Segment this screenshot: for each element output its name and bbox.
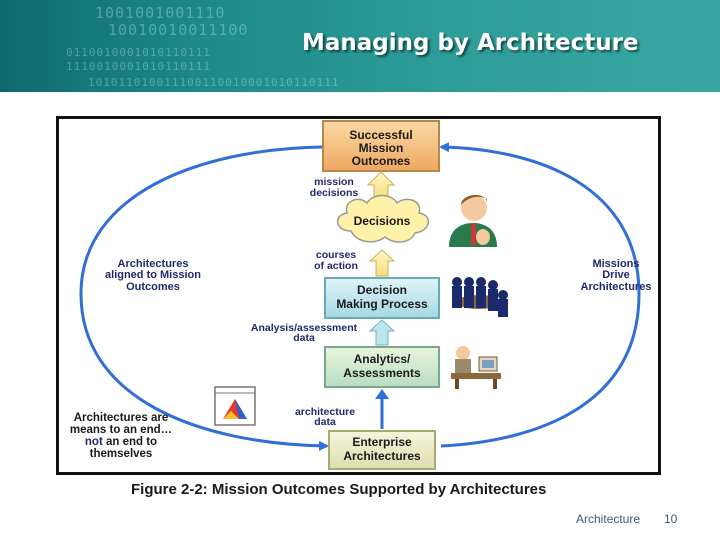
svg-text:Drive: Drive bbox=[602, 269, 630, 281]
svg-text:aligned to Mission: aligned to Mission bbox=[105, 269, 201, 281]
svg-text:Architectures: Architectures bbox=[118, 258, 189, 270]
flow-label-courses-2: of action bbox=[314, 260, 358, 272]
svg-text:Mission: Mission bbox=[359, 141, 404, 155]
up-arrow-4 bbox=[375, 389, 389, 429]
title-banner: 1001001001110 10010010011100 01100100010… bbox=[0, 0, 720, 92]
flow-label-analysis-2: data bbox=[293, 332, 315, 344]
up-arrow-2 bbox=[368, 249, 396, 277]
svg-text:Enterprise: Enterprise bbox=[352, 435, 412, 449]
svg-text:Decisions: Decisions bbox=[354, 214, 411, 228]
executive-person-icon bbox=[449, 194, 497, 247]
flow-label-mission-decisions-2: decisions bbox=[310, 187, 359, 199]
svg-text:Making Process: Making Process bbox=[336, 297, 428, 311]
means-to-an-end-note: Architectures are means to an end… not a… bbox=[70, 412, 172, 460]
svg-text:Outcomes: Outcomes bbox=[126, 281, 180, 293]
svg-text:not an end to: not an end to bbox=[85, 436, 157, 448]
page-number: 10 bbox=[664, 512, 678, 526]
flow-label-architecture-2: data bbox=[314, 416, 336, 428]
svg-text:Architectures: Architectures bbox=[581, 281, 652, 293]
analyst-desk-icon bbox=[451, 346, 501, 389]
svg-text:Assessments: Assessments bbox=[343, 366, 421, 380]
footer-label: Architecture bbox=[576, 512, 641, 526]
cycle-ellipse bbox=[79, 142, 641, 451]
slide-title: Managing by Architecture bbox=[302, 30, 639, 56]
svg-text:Analytics/: Analytics/ bbox=[354, 352, 411, 366]
svg-text:Successful: Successful bbox=[349, 128, 412, 142]
svg-text:Architectures: Architectures bbox=[343, 449, 421, 463]
analytics-box: Analytics/ Assessments bbox=[324, 346, 440, 388]
svg-text:Missions: Missions bbox=[592, 258, 639, 270]
flow-label-courses-1: courses bbox=[316, 249, 356, 261]
svg-text:Decision: Decision bbox=[357, 283, 407, 297]
figure-caption: Figure 2-2: Mission Outcomes Supported b… bbox=[131, 481, 547, 498]
svg-text:Architectures are: Architectures are bbox=[74, 412, 169, 424]
right-side-label: Missions Drive Architectures bbox=[581, 258, 652, 293]
decision-process-box: Decision Making Process bbox=[324, 277, 440, 319]
architecture-cycle-diagram: Successful Mission Outcomes mission deci… bbox=[70, 120, 652, 470]
svg-text:means to an end…: means to an end… bbox=[70, 424, 172, 436]
meeting-group-icon bbox=[452, 277, 508, 317]
outcomes-box: Successful Mission Outcomes bbox=[322, 120, 440, 172]
up-arrow-3 bbox=[368, 319, 396, 346]
flow-label-architecture-1: architecture bbox=[295, 406, 355, 418]
enterprise-box: Enterprise Architectures bbox=[328, 430, 436, 470]
flow-label-analysis-1: Analysis/assessment bbox=[251, 322, 358, 334]
flow-label-mission-decisions-1: mission bbox=[314, 176, 354, 188]
left-side-label: Architectures aligned to Mission Outcome… bbox=[105, 258, 201, 293]
binary-pattern: 1001001001110 10010010011100 01100100010… bbox=[66, 4, 340, 89]
figure-frame: Successful Mission Outcomes mission deci… bbox=[56, 116, 661, 475]
architecture-document-icon bbox=[214, 386, 256, 426]
decisions-cloud: Decisions bbox=[337, 194, 429, 243]
svg-text:themselves: themselves bbox=[90, 448, 153, 460]
svg-text:Outcomes: Outcomes bbox=[352, 154, 411, 168]
